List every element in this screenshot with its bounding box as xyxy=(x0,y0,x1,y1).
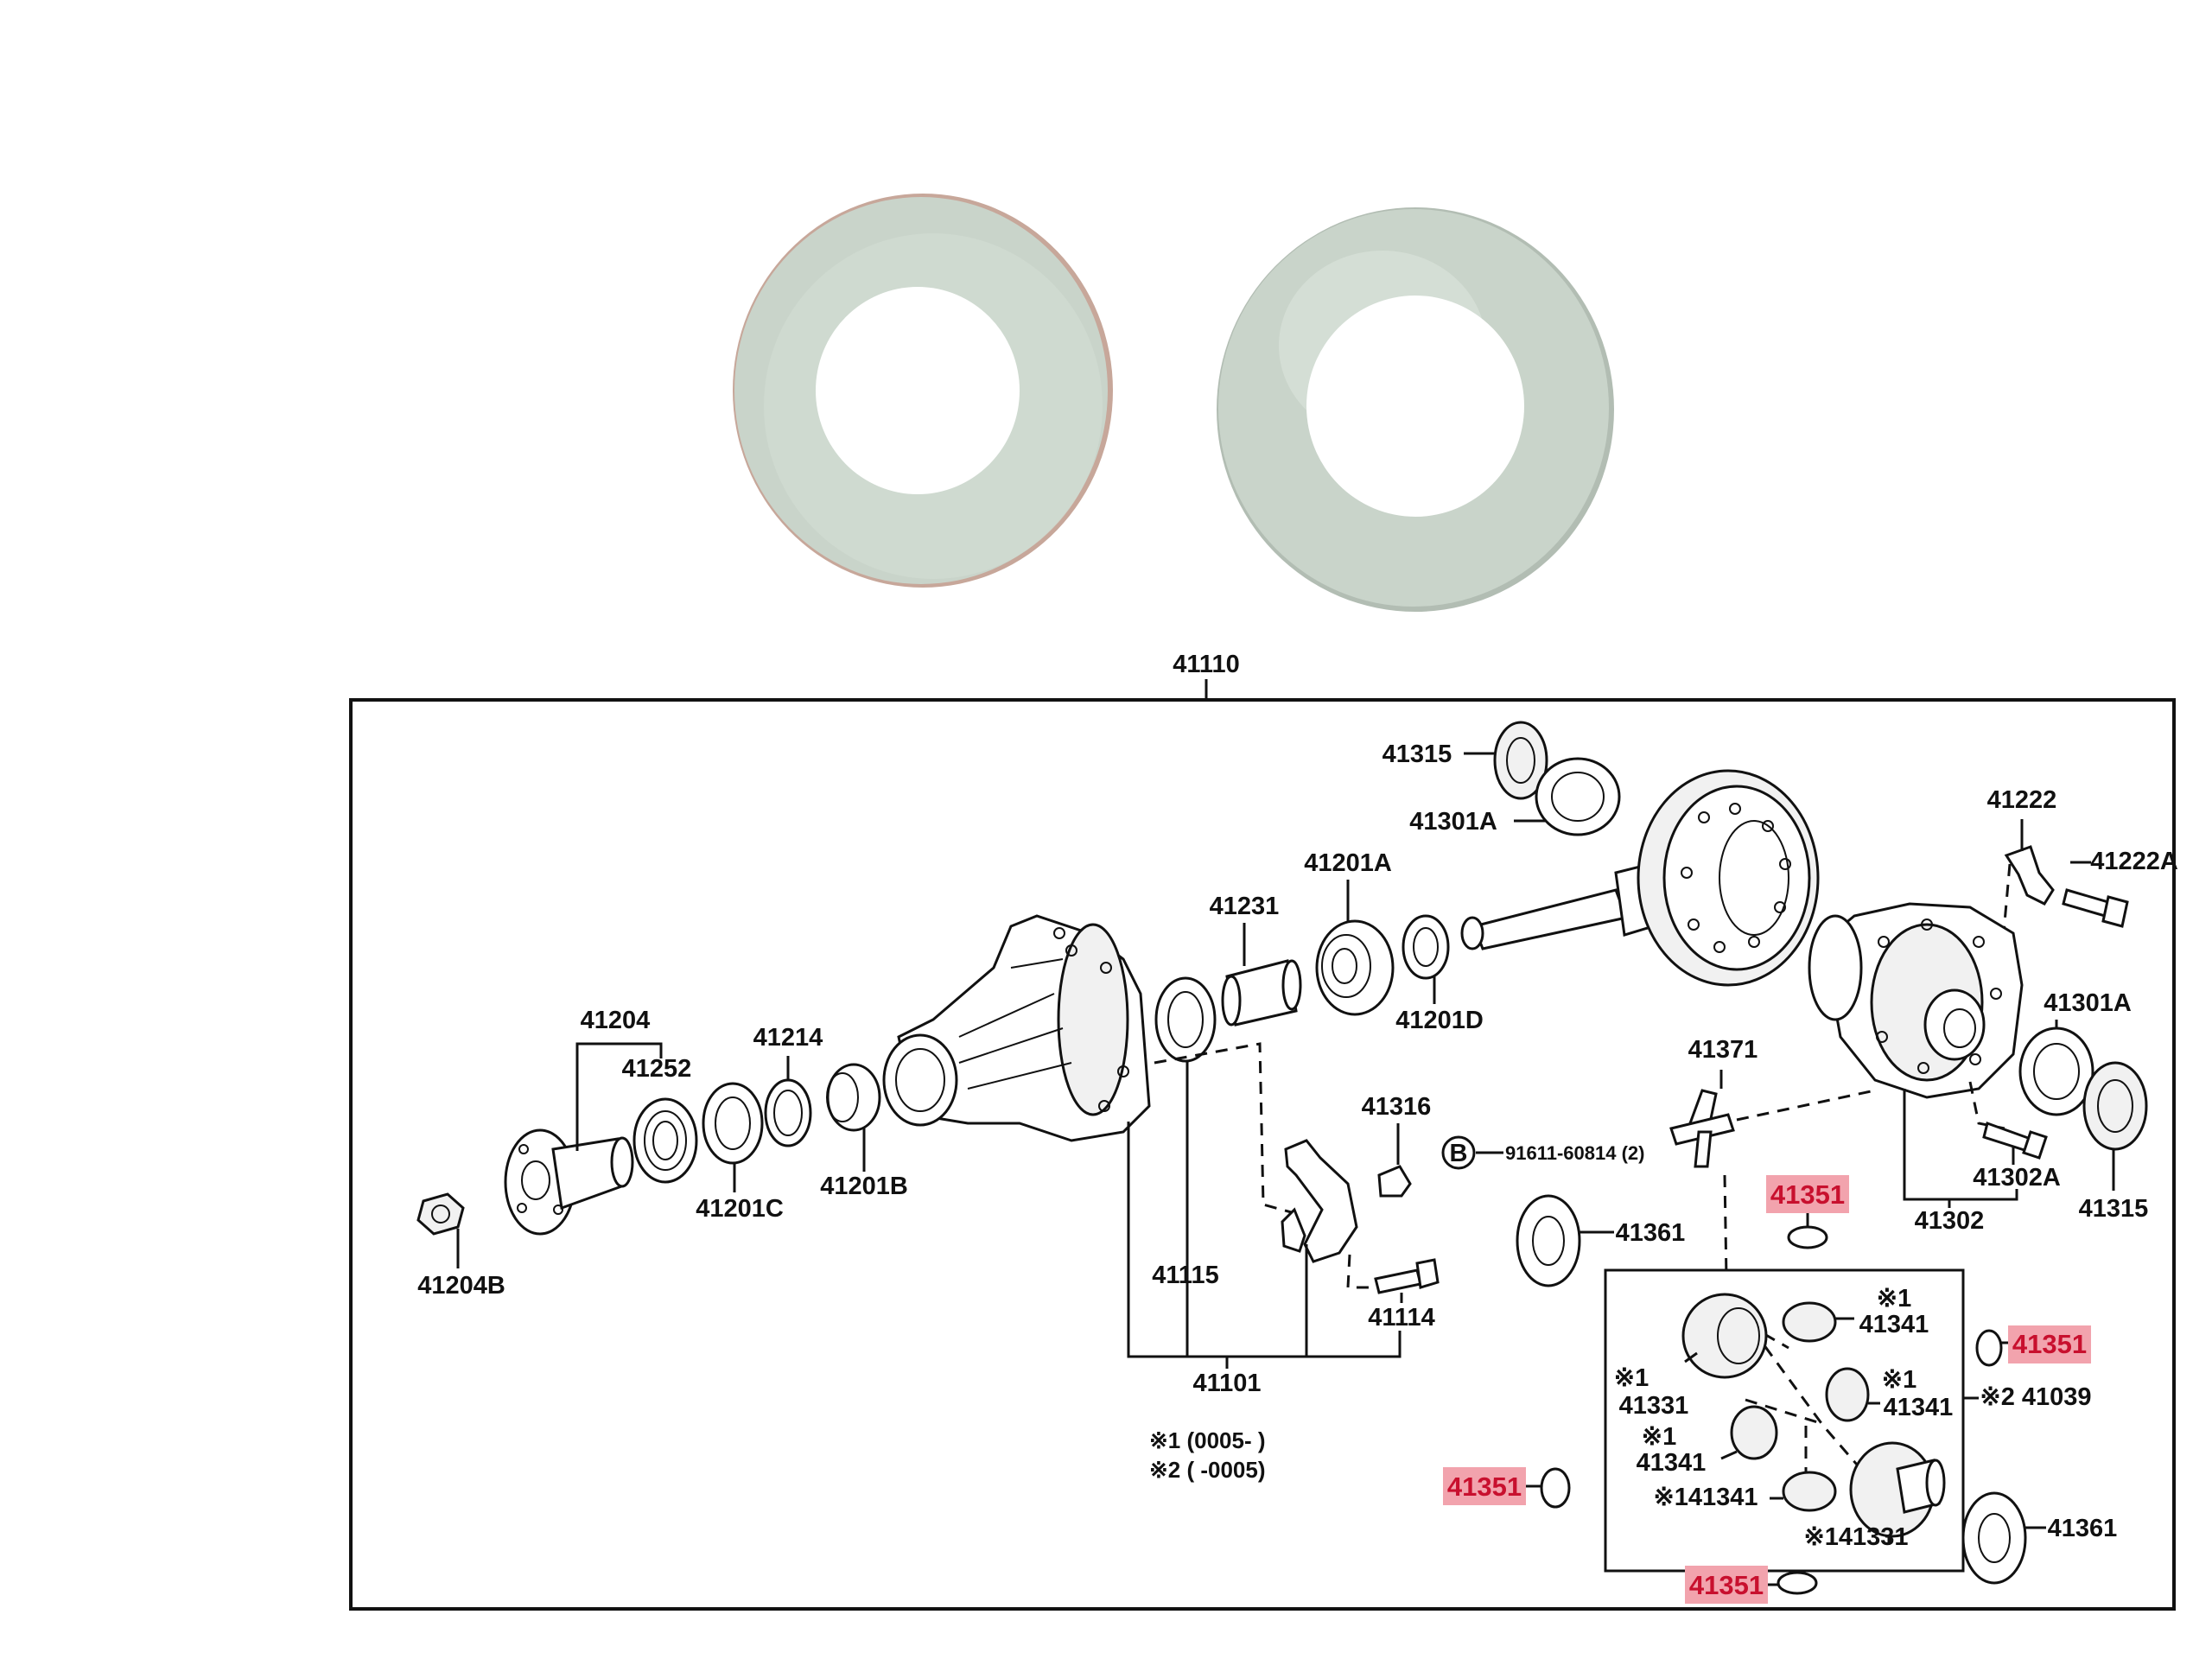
note-2: ※2 ( -0005) xyxy=(1149,1457,1266,1483)
highlight-41351-a: 41351 xyxy=(1766,1175,1849,1249)
part-41115 xyxy=(1154,976,1217,1063)
label-41341-a: 41341 xyxy=(1859,1311,1929,1338)
part-41201A: 41201A xyxy=(1304,849,1395,1016)
highlight-41351-d: 41351 xyxy=(1685,1566,1818,1604)
mark-41341-b: ※1 xyxy=(1882,1366,1916,1394)
washer-right xyxy=(1217,207,1614,612)
washer-left xyxy=(733,194,1113,588)
part-carrier-housing xyxy=(882,914,1151,1142)
label-41351-a[interactable]: 41351 xyxy=(1770,1179,1845,1210)
highlight-41351-b: 41351 xyxy=(1975,1325,2091,1367)
label-41371: 41371 xyxy=(1688,1036,1758,1064)
mark-41341-a: ※1 xyxy=(1877,1285,1911,1313)
part-41214: 41214 xyxy=(753,1024,823,1147)
label-41101: 41101 xyxy=(1192,1370,1261,1397)
part-41361-left: 41361 xyxy=(1516,1194,1686,1287)
group-41302: 41302 xyxy=(1903,1089,2018,1235)
label-41201C: 41201C xyxy=(696,1195,784,1223)
label-41351-b[interactable]: 41351 xyxy=(2012,1329,2087,1359)
washer-photo xyxy=(733,194,1614,612)
part-41315-top: 41315 xyxy=(1382,721,1548,800)
callout-bolt-b: B 91611-60814 (2) xyxy=(1441,1135,1644,1170)
label-41231: 41231 xyxy=(1210,893,1280,920)
label-41331-a: 41331 xyxy=(1619,1392,1689,1420)
part-41222: 41222 xyxy=(1987,786,2057,943)
label-41302A: 41302A xyxy=(1973,1164,2061,1192)
label-41301A-right: 41301A xyxy=(2044,989,2132,1017)
label-41204B: 41204B xyxy=(417,1272,505,1300)
label-41222A: 41222A xyxy=(2090,848,2178,875)
label-41351-c[interactable]: 41351 xyxy=(1447,1471,1522,1502)
label-41331-b: ※141331 xyxy=(1803,1523,1908,1551)
label-41222: 41222 xyxy=(1987,786,2057,814)
label-41204: 41204 xyxy=(581,1007,651,1034)
assembly-number: 41110 xyxy=(1173,651,1239,678)
part-41302A: 41302A xyxy=(1968,1081,2061,1192)
part-41301A-top: 41301A xyxy=(1409,757,1621,836)
part-41201C: 41201C xyxy=(696,1082,784,1223)
part-41315-right: 41315 xyxy=(2079,1061,2149,1223)
note-1: ※1 (0005- ) xyxy=(1149,1427,1266,1453)
part-bearing-cap xyxy=(1281,1139,1358,1263)
footnotes: ※1 (0005- ) ※2 ( -0005) xyxy=(1149,1427,1266,1483)
label-41114: 41114 xyxy=(1368,1304,1434,1332)
mark-41341-c: ※1 xyxy=(1642,1423,1676,1451)
part-41201D: 41201D xyxy=(1395,914,1484,1034)
label-41201B: 41201B xyxy=(820,1173,908,1200)
part-41204-flange xyxy=(504,1128,634,1236)
label-41361-right: 41361 xyxy=(2048,1515,2118,1542)
label-41201D: 41201D xyxy=(1395,1007,1484,1034)
label-41316: 41316 xyxy=(1362,1093,1432,1121)
label-41361-left: 41361 xyxy=(1616,1219,1686,1247)
part-41302-case xyxy=(1808,902,2024,1099)
part-41204B: 41204B xyxy=(416,1192,505,1300)
label-41341-b: 41341 xyxy=(1884,1394,1954,1421)
group-41039-box: ※1 41331 ※1 41341 ※1 41341 ※1 41341 ※141… xyxy=(1604,1268,2092,1573)
part-41252: 41252 xyxy=(622,1055,698,1184)
part-41361-right: 41361 xyxy=(1961,1491,2118,1585)
mark-41331-a: ※1 xyxy=(1614,1364,1649,1392)
leader-41204: 41204 xyxy=(575,1007,663,1151)
part-41316: 41316 xyxy=(1362,1093,1432,1198)
guide-lines-left xyxy=(1154,1042,1295,1215)
group-41101: 41115 41101 xyxy=(1127,1061,1402,1397)
label-41315-right: 41315 xyxy=(2079,1195,2149,1223)
part-ring-gear-pinion xyxy=(1460,769,1820,987)
part-41222A: 41222A xyxy=(2062,848,2178,928)
part-41114: 41114 xyxy=(1346,1254,1440,1332)
part-41201B: 41201B xyxy=(820,1063,908,1200)
label-41252: 41252 xyxy=(622,1055,692,1083)
part-41371: 41371 xyxy=(1669,1036,1876,1280)
label-41341-d: ※141341 xyxy=(1653,1484,1758,1511)
part-41231: 41231 xyxy=(1210,893,1302,1027)
highlight-41351-c: 41351 xyxy=(1443,1467,1571,1509)
label-41115: 41115 xyxy=(1152,1262,1218,1289)
label-41301A-top: 41301A xyxy=(1409,808,1497,836)
label-41039: ※2 41039 xyxy=(1980,1383,2091,1411)
label-41302: 41302 xyxy=(1915,1207,1985,1235)
part-41301A-right: 41301A xyxy=(2018,989,2132,1116)
bolt-b-marker: B xyxy=(1450,1140,1468,1167)
diagram-frame: 41110 xyxy=(349,651,2176,1611)
label-41201A: 41201A xyxy=(1304,849,1392,877)
label-41315-top: 41315 xyxy=(1382,741,1452,768)
label-41341-c: 41341 xyxy=(1637,1449,1707,1477)
label-41214: 41214 xyxy=(753,1024,823,1052)
label-bolt-b: 91611-60814 (2) xyxy=(1505,1142,1644,1164)
label-41351-d[interactable]: 41351 xyxy=(1689,1570,1764,1600)
